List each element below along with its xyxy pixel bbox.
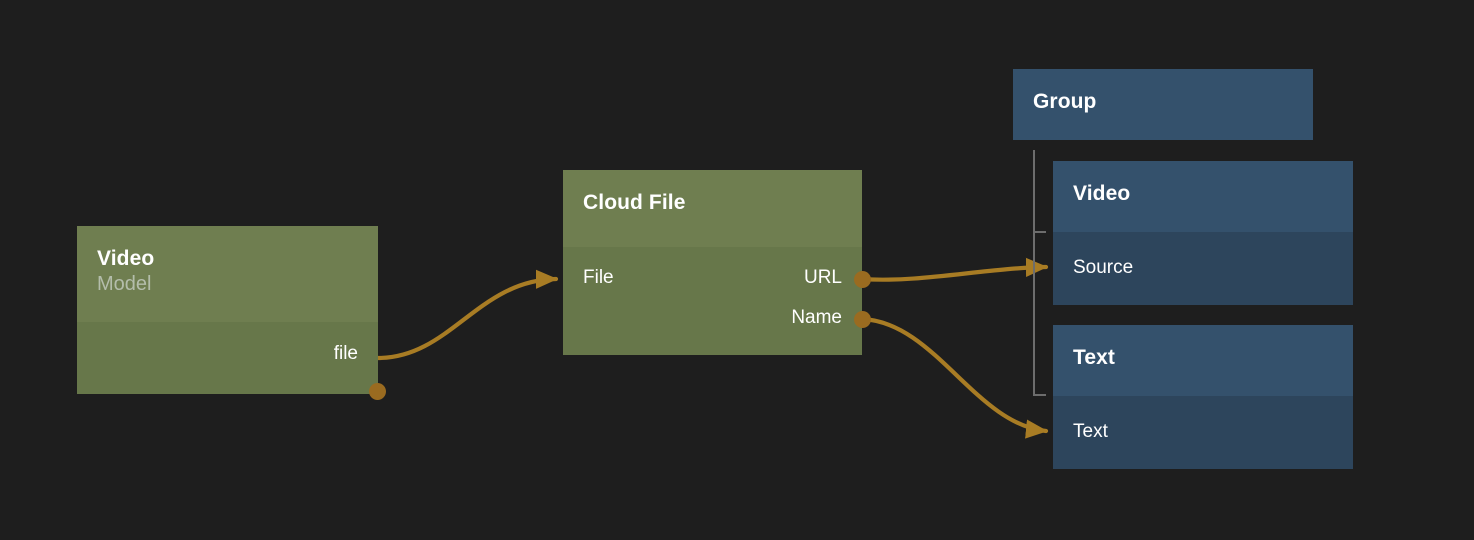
port-row-source[interactable]: Source bbox=[1053, 257, 1353, 279]
edge-file-to-file[interactable] bbox=[375, 269, 559, 361]
port-row-text[interactable]: Text bbox=[1053, 421, 1353, 443]
node-cloud-file-title: Cloud File bbox=[583, 191, 686, 214]
node-video-component-header[interactable]: Video bbox=[1053, 161, 1353, 232]
edge-url-to-source[interactable] bbox=[859, 257, 1049, 282]
node-video-model-subtitle: Model bbox=[97, 273, 152, 295]
port-row-file-input[interactable]: File bbox=[563, 267, 862, 289]
port-label-file: file bbox=[333, 343, 358, 364]
node-video-component-title: Video bbox=[1073, 182, 1131, 205]
node-cloud-file[interactable]: Cloud File File URL Name bbox=[563, 170, 871, 355]
node-video-component[interactable]: Video Source bbox=[1053, 161, 1353, 305]
port-label-name: Name bbox=[791, 307, 842, 328]
group-tree-branch-text bbox=[1033, 394, 1046, 396]
node-video-model-body[interactable]: file bbox=[77, 322, 378, 394]
node-group[interactable]: Group bbox=[1013, 69, 1313, 140]
node-text-component-header[interactable]: Text bbox=[1053, 325, 1353, 396]
group-tree-vertical-line bbox=[1033, 150, 1035, 396]
port-label-text: Text bbox=[1073, 421, 1108, 442]
port-label-file-input: File bbox=[583, 267, 614, 288]
output-port-name[interactable] bbox=[854, 311, 871, 328]
port-label-source: Source bbox=[1073, 257, 1134, 278]
port-label-url: URL bbox=[803, 267, 842, 288]
node-video-model-header[interactable]: Video Model bbox=[77, 226, 378, 322]
port-row-file[interactable]: file bbox=[77, 343, 378, 365]
node-text-component-title: Text bbox=[1073, 346, 1116, 369]
node-video-model[interactable]: Video Model file bbox=[77, 226, 386, 400]
node-cloud-file-body[interactable]: File URL Name bbox=[563, 247, 862, 355]
port-row-name[interactable]: Name bbox=[563, 307, 862, 329]
node-video-component-body[interactable]: Source bbox=[1053, 232, 1353, 305]
node-cloud-file-header[interactable]: Cloud File bbox=[563, 170, 862, 247]
edge-name-to-text[interactable] bbox=[859, 316, 1049, 439]
node-text-component[interactable]: Text Text bbox=[1053, 325, 1353, 469]
node-group-header[interactable]: Group bbox=[1013, 69, 1313, 140]
node-text-component-body[interactable]: Text bbox=[1053, 396, 1353, 469]
node-group-title: Group bbox=[1033, 90, 1097, 113]
output-port-url[interactable] bbox=[854, 271, 871, 288]
output-port-file[interactable] bbox=[369, 383, 386, 400]
port-row-url[interactable]: URL bbox=[563, 267, 862, 289]
node-video-model-title: Video bbox=[97, 247, 155, 270]
group-tree-branch-video bbox=[1033, 231, 1046, 233]
